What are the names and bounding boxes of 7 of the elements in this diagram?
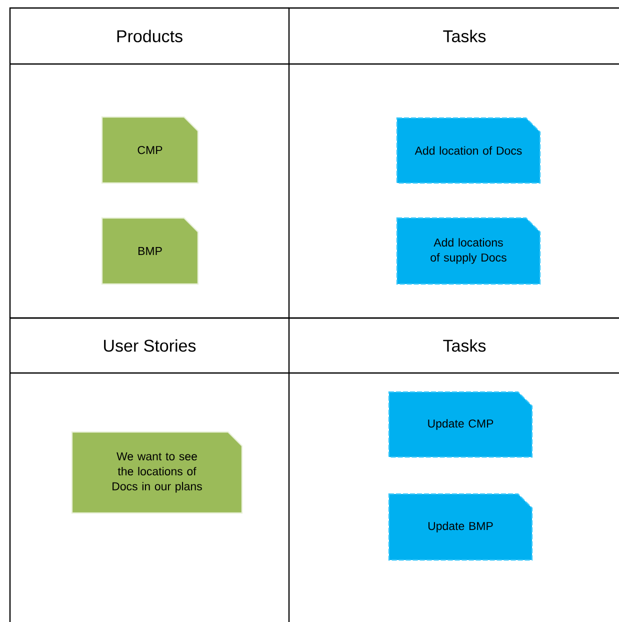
sticky-note: Add locations of supply Docs: [396, 217, 541, 285]
sticky-note: Update CMP: [388, 391, 533, 458]
sticky-note: We want to see the locations of Docs in our plans: [71, 431, 243, 514]
sticky-note: CMP: [101, 116, 199, 184]
sticky-note: BMP: [101, 217, 199, 285]
sticky-note: Update BMP: [388, 493, 533, 561]
sticky-note: Add location of Docs: [396, 117, 541, 184]
